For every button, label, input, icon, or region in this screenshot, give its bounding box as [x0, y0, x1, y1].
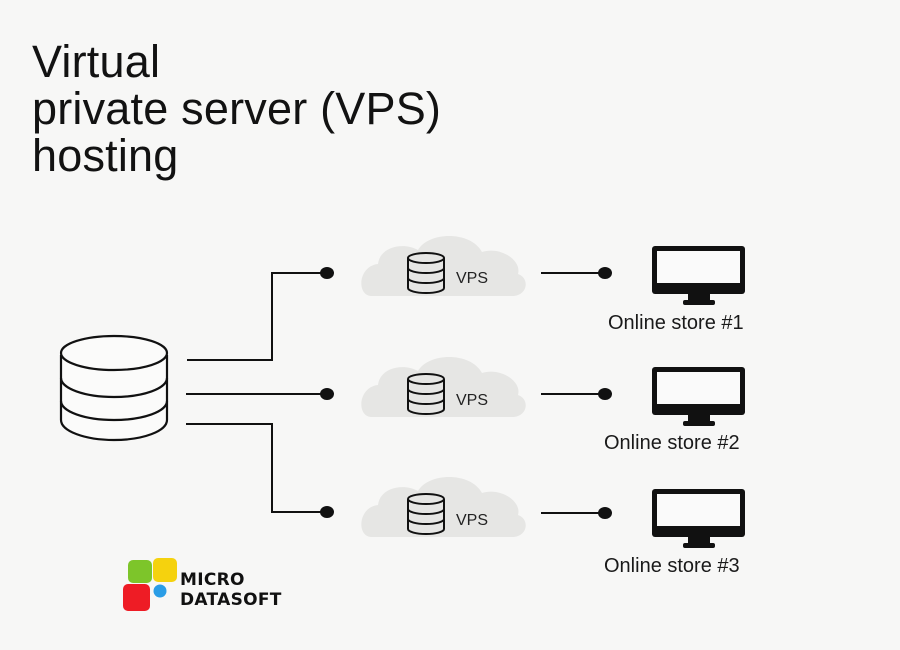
- logo-yellow-square: [153, 558, 177, 582]
- logo-text-datasoft: DATASOFT: [180, 590, 282, 610]
- store-dot-1: [598, 267, 612, 279]
- store-dot-3: [598, 507, 612, 519]
- title-line-3: hosting: [32, 130, 179, 181]
- connector-dot-2: [320, 388, 334, 400]
- vps-cloud-2: [361, 357, 526, 417]
- monitor-icon: [652, 489, 745, 548]
- monitor-screen: [657, 372, 740, 404]
- connector-dot-1: [320, 267, 334, 279]
- vps-cloud-1: [361, 236, 526, 296]
- database-server-icon: [59, 334, 169, 442]
- vps-label-1: VPS: [456, 270, 489, 287]
- monitor-screen: [657, 251, 740, 283]
- server-connectors: [186, 272, 325, 513]
- database-icon: [407, 373, 445, 415]
- database-icon: [407, 252, 445, 294]
- title-line-1: Virtual: [32, 36, 161, 87]
- store-label-2: Online store #2: [604, 432, 740, 454]
- connector-1: [187, 272, 325, 361]
- micro-datasoft-logo-mark: [123, 558, 177, 611]
- monitor-screen: [657, 494, 740, 526]
- vps-label-2: VPS: [456, 392, 489, 409]
- connector-3: [186, 423, 325, 513]
- logo-green-square: [128, 560, 152, 583]
- logo-blue-circle: [153, 584, 167, 598]
- logo-text-micro: MICRO: [180, 570, 245, 590]
- title-line-2: private server (VPS): [32, 83, 442, 134]
- store-label-1: Online store #1: [608, 312, 744, 334]
- store-dot-2: [598, 388, 612, 400]
- store-label-3: Online store #3: [604, 555, 740, 577]
- vps-label-3: VPS: [456, 512, 489, 529]
- database-icon: [407, 493, 445, 535]
- page-title: Virtual private server (VPS) hosting: [32, 38, 441, 179]
- monitor-icon: [652, 367, 745, 426]
- vps-cloud-3: [361, 477, 526, 537]
- monitor-icon: [652, 246, 745, 305]
- connector-dot-3: [320, 506, 334, 518]
- logo-red-square: [123, 584, 150, 611]
